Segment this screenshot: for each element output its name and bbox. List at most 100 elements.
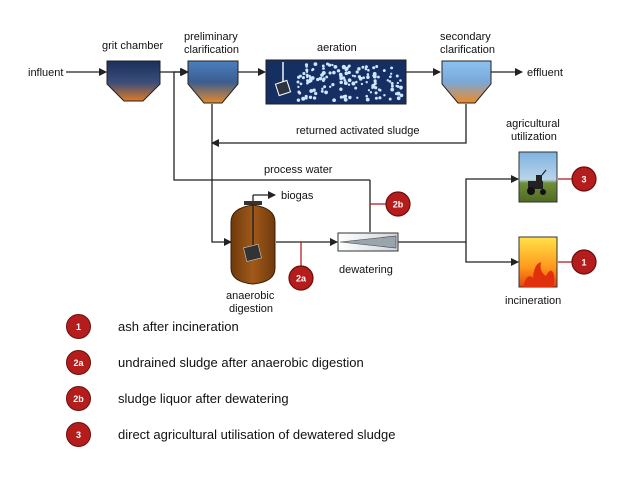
bubble [365,81,368,84]
bubble [367,68,370,72]
bubble [306,81,309,85]
bubble [390,82,394,85]
bubble [343,78,347,82]
bubble [297,85,300,89]
bubble [324,90,328,95]
secondary-label-1: secondary [440,31,491,43]
svg-text:3: 3 [581,175,586,185]
bubble [347,70,351,75]
bubble [298,91,302,95]
bubble [390,87,395,92]
bubble [305,70,309,74]
bubble [351,74,355,77]
bubble [390,84,394,88]
bubble [344,71,349,76]
bubble [366,73,370,76]
bubble [373,79,377,83]
bubble [355,70,359,74]
bubble [388,80,392,83]
bubble [333,65,338,69]
bubble [390,66,394,70]
bubble [343,81,348,85]
anaerobic-label-2: digestion [229,303,273,315]
legend: 1 ash after incineration 2a undrained sl… [66,314,586,458]
bubble [395,74,399,78]
bubble [389,75,392,79]
sludge-to-digester-line [211,104,232,246]
legend-item: 1 ash after incineration [66,314,586,350]
legend-badge: 2a [66,350,91,375]
process-water-line [173,68,370,181]
bubble [375,65,379,68]
bubble [331,63,334,67]
bubble [306,75,309,79]
incineration-image [518,236,558,288]
grit-chamber-label: grit chamber [102,40,163,52]
bubble [377,88,381,91]
bubble [364,65,368,69]
bubble [322,77,326,81]
bubble [299,82,303,86]
bubble [399,87,403,90]
bubble [336,69,341,73]
bubble [353,74,357,78]
bubble [371,83,376,88]
bubble [339,87,343,91]
bubble [321,64,325,68]
bubble [305,65,308,68]
bubble [382,69,386,73]
bubble [296,80,300,84]
dewatering-unit [337,232,399,252]
svg-text:2a: 2a [296,274,307,284]
bubble [362,76,365,80]
bubble [310,76,315,80]
bubble [325,62,330,66]
bubble [339,95,344,99]
bubble [360,82,364,86]
bubble [325,75,329,79]
preliminary-label-1: preliminary [184,31,238,43]
bubble [304,96,308,100]
bubble [365,94,369,98]
bubble [372,74,375,77]
bubble [373,81,377,86]
influent-label: influent [28,67,63,79]
bubble [396,81,399,85]
process-water-label: process water [264,164,333,176]
bubble [343,97,348,102]
legend-text: ash after incineration [118,319,239,334]
bubble [301,76,305,80]
marker-3: 3 [571,166,597,192]
bubble [399,93,404,98]
preliminary-label-2: clarification [184,44,239,56]
bubble [376,75,380,79]
bubble [323,85,327,89]
bubble [312,96,317,100]
preliminary-clarifier-tank [187,60,239,104]
legend-item: 2b sludge liquor after dewatering [66,386,586,422]
bubble [347,64,351,68]
bubble [374,91,378,95]
incineration-label: incineration [505,295,561,307]
returned-sludge-label: returned activated sludge [296,125,420,137]
bubble [313,62,318,66]
bubble [302,71,306,76]
bubble [297,75,301,79]
bubble [339,76,343,81]
bubble [314,91,318,96]
bubble [320,73,324,77]
secondary-clarifier-tank [441,60,492,104]
bubble [344,94,348,98]
bubble [328,71,332,75]
branch-incin-line [465,242,519,266]
bubble [308,74,311,78]
tractor-icon [527,169,547,195]
legend-text: sludge liquor after dewatering [118,391,289,406]
bubble [348,78,352,82]
bubble [374,96,378,100]
bubble [311,68,315,71]
bubble [390,72,393,75]
bubble [355,80,358,84]
bubble [332,98,336,103]
bubble [332,70,336,75]
